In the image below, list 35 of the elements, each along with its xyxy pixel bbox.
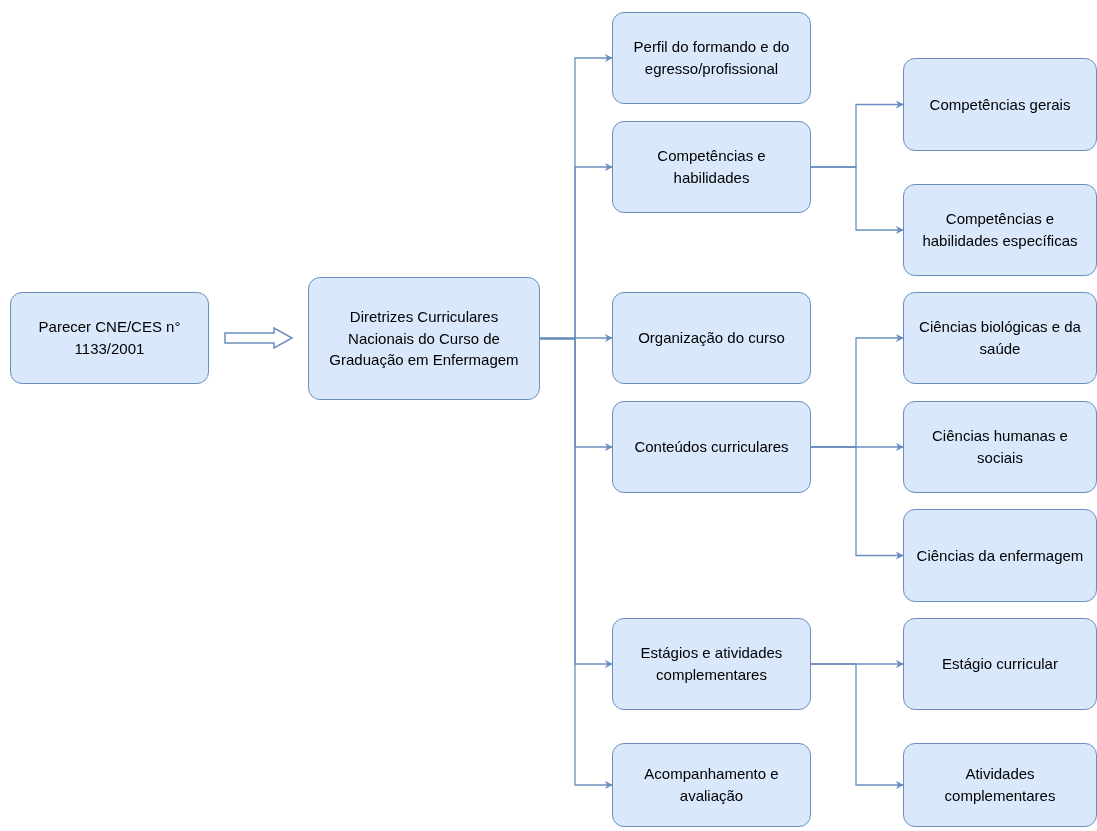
box-label: Estágios e atividades complementares: [639, 643, 784, 685]
process-box: [612, 12, 811, 104]
block-arrow: [224, 326, 294, 350]
process-box: [612, 121, 811, 213]
connector-arrow: [810, 663, 904, 789]
process-box: [903, 509, 1097, 602]
process-box: [612, 743, 811, 827]
process-box: [308, 277, 540, 400]
box-label: Diretrizes Curriculares Nacionais do Curso de Graduação em Enfermagem: [328, 306, 520, 371]
box-label: Conteúdos curriculares: [634, 437, 789, 458]
box-label: Acompanhamento e avaliação: [643, 764, 780, 806]
box-label: Ciências biológicas e da saúde: [918, 317, 1082, 359]
process-box: [612, 401, 811, 493]
process-box: [903, 292, 1097, 384]
box-label: Competências e habilidades: [656, 146, 767, 188]
process-box: [612, 292, 811, 384]
process-box: [903, 184, 1097, 276]
box-label: Ciências da enfermagem: [916, 545, 1084, 566]
process-box: [10, 292, 209, 384]
box-label: Competências e habilidades específicas: [921, 209, 1079, 251]
process-box: [903, 743, 1097, 827]
box-label: Organização do curso: [638, 328, 785, 349]
connector-arrow: [810, 446, 904, 560]
process-box: [612, 618, 811, 710]
box-label: Competências gerais: [929, 94, 1071, 115]
box-label: Estágio curricular: [942, 654, 1058, 675]
connector-arrow: [539, 337, 613, 789]
connector-arrow: [810, 166, 904, 234]
box-label: Parecer CNE/CES n° 1133/2001: [37, 317, 182, 359]
process-box: [903, 618, 1097, 710]
box-label: Perfil do formando e do egresso/profissional: [632, 37, 791, 79]
box-label: Atividades complementares: [943, 764, 1057, 806]
process-box: [903, 58, 1097, 151]
box-label: Ciências humanas e sociais: [931, 426, 1069, 468]
process-box: [903, 401, 1097, 493]
